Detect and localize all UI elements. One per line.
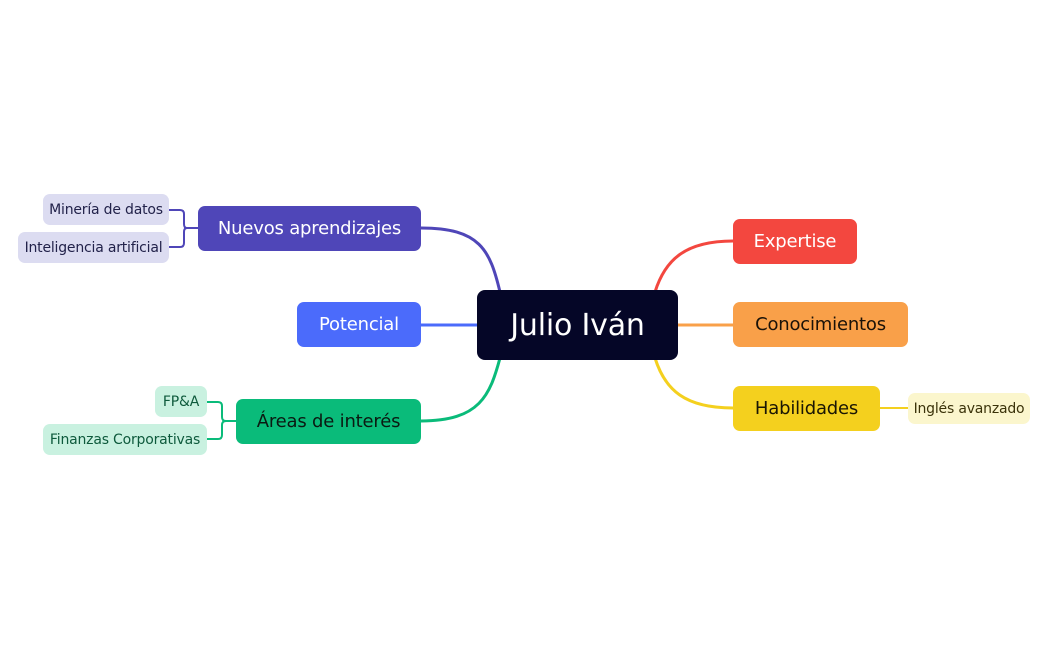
subtopic-label: Inteligencia artificial [24, 239, 163, 256]
root-node[interactable]: Julio Iván [477, 290, 678, 360]
branch-label: Conocimientos [755, 314, 886, 335]
subconnector-mineria [169, 209, 198, 229]
branch-label: Áreas de interés [256, 411, 401, 432]
connector-expertise [653, 239, 734, 293]
subconnector-fpa [207, 401, 236, 422]
subconnector-ia [169, 227, 198, 248]
subtopic-finanzas-corporativas[interactable]: Finanzas Corporativas [43, 424, 207, 455]
branch-label: Expertise [753, 231, 837, 252]
branch-conocimientos[interactable]: Conocimientos [733, 302, 908, 347]
connector-areas [420, 357, 502, 423]
subtopic-ingles-avanzado[interactable]: Inglés avanzado [908, 393, 1030, 424]
branch-label: Potencial [319, 314, 399, 335]
branch-potencial[interactable]: Potencial [297, 302, 421, 347]
branch-label: Habilidades [754, 398, 859, 419]
branch-habilidades[interactable]: Habilidades [733, 386, 880, 431]
subtopic-label: Minería de datos [49, 201, 163, 218]
branch-expertise[interactable]: Expertise [733, 219, 857, 264]
branch-label: Nuevos aprendizajes [217, 218, 402, 239]
branch-nuevos-aprendizajes[interactable]: Nuevos aprendizajes [198, 206, 421, 251]
subtopic-inteligencia-artificial[interactable]: Inteligencia artificial [18, 232, 169, 263]
subtopic-label: Finanzas Corporativas [49, 431, 201, 448]
connector-nuevos [420, 226, 502, 293]
connector-habilidades [653, 357, 734, 410]
root-label: Julio Iván [510, 307, 645, 343]
subtopic-fpa[interactable]: FP&A [155, 386, 207, 417]
subtopic-mineria-de-datos[interactable]: Minería de datos [43, 194, 169, 225]
subtopic-label: Inglés avanzado [913, 400, 1025, 417]
branch-areas-de-interes[interactable]: Áreas de interés [236, 399, 421, 444]
subtopic-label: FP&A [162, 393, 200, 410]
subconnector-finanzas [207, 420, 236, 440]
